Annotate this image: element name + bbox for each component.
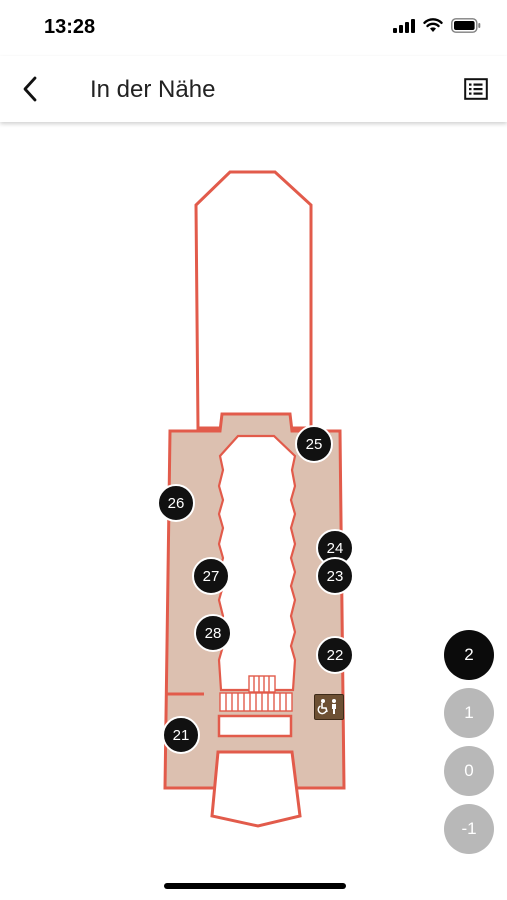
floor-button-1[interactable]: 1 (444, 688, 494, 738)
list-icon (464, 78, 488, 100)
floor-map[interactable]: 25 26 24 27 23 28 22 21 (0, 122, 507, 852)
inner-room (217, 714, 293, 738)
map-poi-marker[interactable]: 23 (316, 557, 354, 595)
battery-icon (451, 18, 481, 33)
map-poi-marker[interactable]: 22 (316, 636, 354, 674)
map-poi-marker[interactable]: 28 (194, 614, 232, 652)
inner-court (217, 434, 297, 692)
entrance (210, 750, 302, 828)
status-bar: 13:28 (0, 0, 507, 56)
status-icons (393, 18, 481, 33)
map-poi-marker[interactable]: 27 (192, 557, 230, 595)
floor-button-0[interactable]: 0 (444, 746, 494, 796)
chevron-left-icon (23, 76, 37, 102)
map-poi-marker[interactable]: 25 (295, 425, 333, 463)
floor-button-minus-1[interactable]: -1 (444, 804, 494, 854)
map-poi-marker[interactable]: 21 (162, 716, 200, 754)
back-button[interactable] (14, 72, 46, 106)
tower-outline (194, 170, 313, 430)
status-time: 13:28 (44, 16, 96, 38)
wifi-icon (423, 18, 443, 32)
cellular-signal-icon (393, 18, 415, 33)
map-poi-marker[interactable]: 26 (157, 484, 195, 522)
floor-button-2[interactable]: 2 (444, 630, 494, 680)
list-view-button[interactable] (459, 72, 493, 106)
home-indicator[interactable] (164, 883, 346, 889)
accessible-restroom-icon[interactable] (314, 694, 344, 720)
app-header: In der Nähe (0, 56, 507, 122)
floor-plan (163, 170, 346, 828)
stairs (219, 675, 293, 712)
page-title: In der Nähe (90, 76, 216, 103)
